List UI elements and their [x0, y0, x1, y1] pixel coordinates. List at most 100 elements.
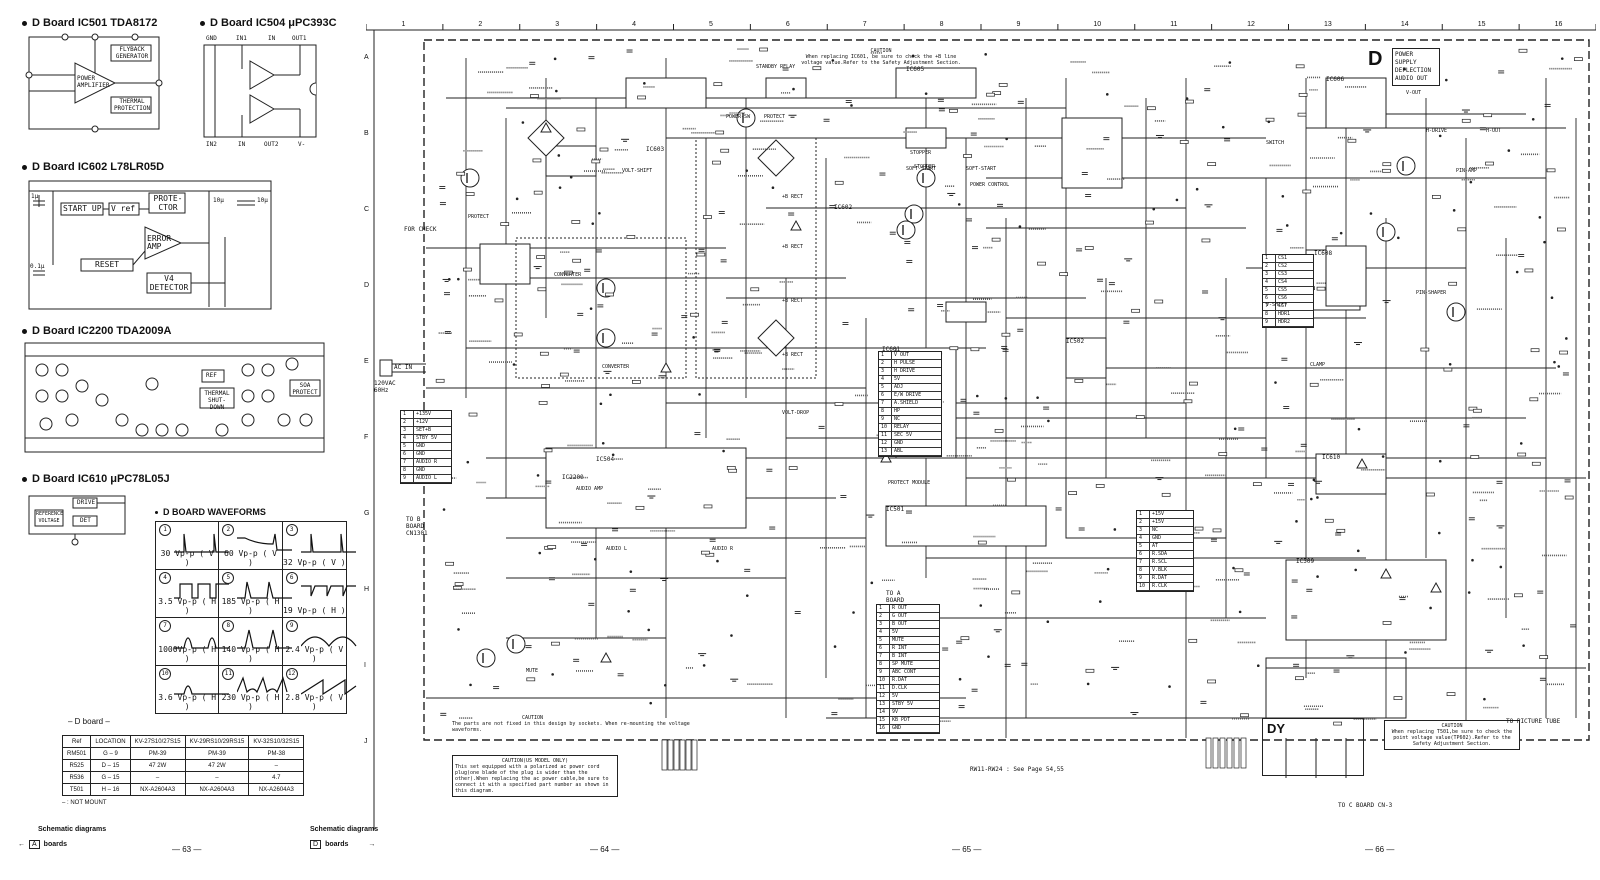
to-picture-tube-label: TO PICTURE TUBE — [1506, 718, 1561, 725]
junction-dot — [1354, 568, 1357, 572]
junction-dot — [1499, 565, 1503, 569]
footer-left-nav[interactable]: ← A boards — [18, 840, 67, 849]
junction-dot — [649, 701, 653, 705]
circuit-block-label: CLAMP — [1310, 362, 1326, 368]
ic-body — [1285, 559, 1447, 641]
resistor — [1212, 528, 1222, 533]
junction-dot — [1175, 198, 1179, 202]
ic-label: IC2200 — [562, 474, 584, 481]
junction-dot — [924, 92, 928, 95]
circuit-block-label: +B RECT — [782, 194, 804, 200]
waveform-trace — [174, 533, 229, 553]
junction-dot — [538, 551, 542, 555]
connector-pin-label: ABL — [894, 448, 904, 454]
connector-pin-number: 1 — [879, 352, 892, 359]
ic-body — [1061, 117, 1123, 189]
caution-model-title: CAUTION(US MODEL ONLY) — [501, 758, 569, 764]
junction-dot — [1098, 600, 1102, 603]
waveform-number: 1 — [159, 524, 171, 536]
junction-dot — [745, 169, 749, 172]
transistor-symbol — [596, 278, 616, 298]
ic504-header: D Board IC504 μPC393C — [200, 17, 337, 29]
column-label-8: 8 — [939, 21, 944, 28]
junction-dot — [1438, 459, 1442, 463]
junction-dot — [1004, 397, 1008, 400]
footer-right-nav[interactable]: D boards → — [310, 840, 375, 849]
junction-dot — [1560, 57, 1564, 60]
column-label-14: 14 — [1400, 21, 1409, 28]
junction-dot — [1274, 381, 1277, 384]
connector-pin-label: R INT — [892, 645, 908, 651]
connector-pin-label: D.CLK — [892, 685, 908, 691]
page-number-64: — 64 — — [590, 845, 620, 854]
table-cell: 4.7 — [248, 771, 305, 784]
resistor — [1188, 638, 1198, 643]
junction-dot — [771, 186, 775, 189]
junction-dot — [702, 664, 706, 667]
warning-triangle-icon — [790, 219, 802, 231]
junction-dot — [1168, 685, 1171, 688]
resistor — [537, 287, 547, 292]
junction-dot — [591, 222, 595, 225]
connector-pin-number: 2 — [401, 419, 414, 426]
connector-pin-bar — [673, 739, 680, 771]
connector-pin-label: NC — [894, 416, 901, 422]
resistor — [463, 267, 472, 272]
connector-pin-bar — [1240, 737, 1247, 769]
resistor — [1298, 92, 1308, 97]
junction-dot — [557, 154, 561, 157]
column-label-11: 11 — [1170, 21, 1178, 28]
resistor — [1382, 621, 1392, 625]
resistor — [445, 561, 454, 566]
junction-dot — [852, 611, 855, 614]
ic-label: IC501 — [886, 506, 905, 513]
arrow-right-icon: → — [368, 841, 376, 848]
connector-pin-label: GND — [416, 451, 426, 457]
resistor — [720, 148, 730, 153]
connector-pin-label: +15V — [1152, 511, 1165, 517]
junction-dot — [850, 104, 853, 107]
row-label-B: B — [364, 130, 369, 137]
connector-pin-label: CS3 — [1278, 271, 1288, 277]
transistor-symbol — [35, 363, 49, 377]
junction-dot — [609, 393, 612, 397]
connector-pin-number: 12 — [877, 693, 890, 700]
connector-pin-number: 11 — [877, 685, 890, 692]
connector-pin-label: E/W DRIVE — [894, 392, 922, 398]
connector-pin-number: 7 — [879, 400, 892, 407]
resistor — [1531, 461, 1541, 466]
diode-bridge — [757, 139, 795, 177]
resistor — [705, 552, 715, 557]
connector-pin: 1+15V — [1137, 511, 1193, 519]
caution-model-box: CAUTION(US MODEL ONLY) This set equipped… — [452, 755, 618, 797]
connector-block — [1265, 657, 1407, 719]
connector-pin-label: R.SDA — [1152, 551, 1168, 557]
table-cell: T501 — [61, 783, 92, 796]
connector-pin-bar — [685, 739, 692, 771]
circuit-block-label: PROTECT — [764, 114, 786, 120]
junction-dot — [589, 307, 593, 310]
warning-triangle-icon — [1430, 581, 1442, 593]
transistor-symbol — [506, 634, 526, 654]
circuit-block-label: STOPPER — [914, 164, 936, 170]
resistor — [1068, 491, 1077, 495]
resistor — [949, 108, 958, 113]
ic602-cap1: 1μ — [31, 193, 39, 200]
connector-pin-number: 2 — [1263, 263, 1276, 270]
circuit-block-label: V-SHIFT — [1266, 302, 1288, 308]
